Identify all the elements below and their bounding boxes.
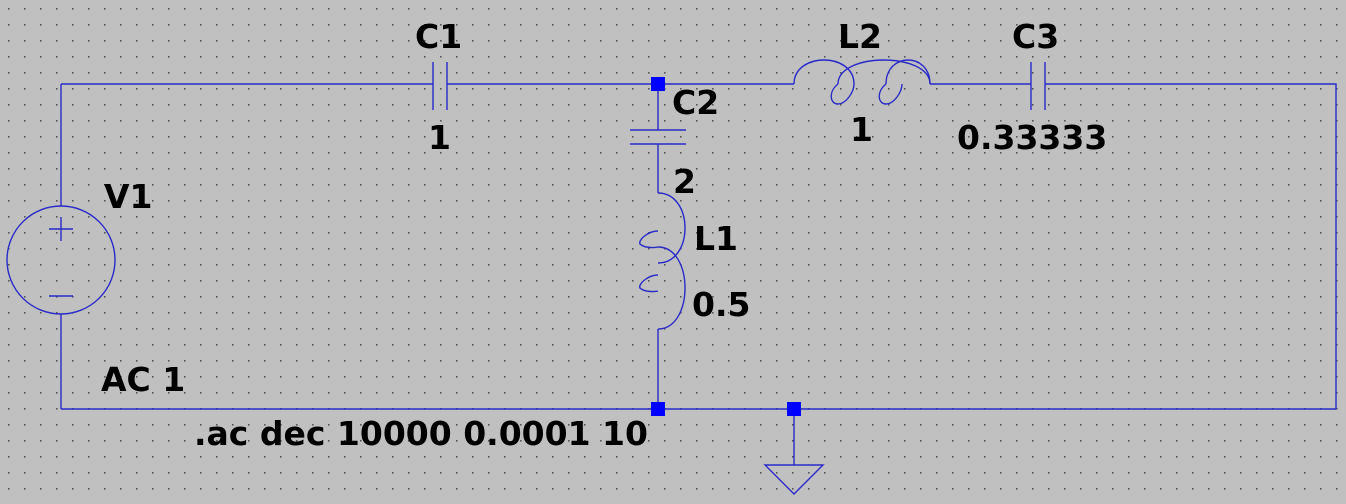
capacitor-icon[interactable] <box>432 62 448 110</box>
inductor-icon[interactable] <box>639 192 686 330</box>
inductor-icon[interactable] <box>793 59 931 105</box>
v1-value-label: AC 1 <box>101 360 185 399</box>
l2-value-label: 1 <box>850 110 873 149</box>
wires <box>60 83 1337 465</box>
v1-name-label: V1 <box>104 177 153 216</box>
c1-value-label: 1 <box>428 118 451 157</box>
junction-dot[interactable] <box>651 77 665 91</box>
capacitor-icon[interactable] <box>1030 62 1046 110</box>
l1-value-label: 0.5 <box>692 285 750 324</box>
capacitor-icon[interactable] <box>630 129 686 145</box>
ground-icon[interactable] <box>763 464 825 495</box>
wire-top-right-2[interactable] <box>1045 83 1337 409</box>
c2-name-label: C2 <box>672 83 719 122</box>
c2-value-label: 2 <box>673 162 696 201</box>
c3-name-label: C3 <box>1012 17 1059 56</box>
c3-value-label: 0.33333 <box>957 118 1107 157</box>
junction-dot[interactable] <box>651 402 665 416</box>
voltage-source-icon[interactable] <box>6 205 116 315</box>
l2-name-label: L2 <box>838 17 882 56</box>
junction-dot[interactable] <box>787 402 801 416</box>
l1-name-label: L1 <box>694 219 738 258</box>
c1-name-label: C1 <box>415 17 462 56</box>
spice-directive[interactable]: .ac dec 10000 0.0001 10 <box>194 414 648 453</box>
